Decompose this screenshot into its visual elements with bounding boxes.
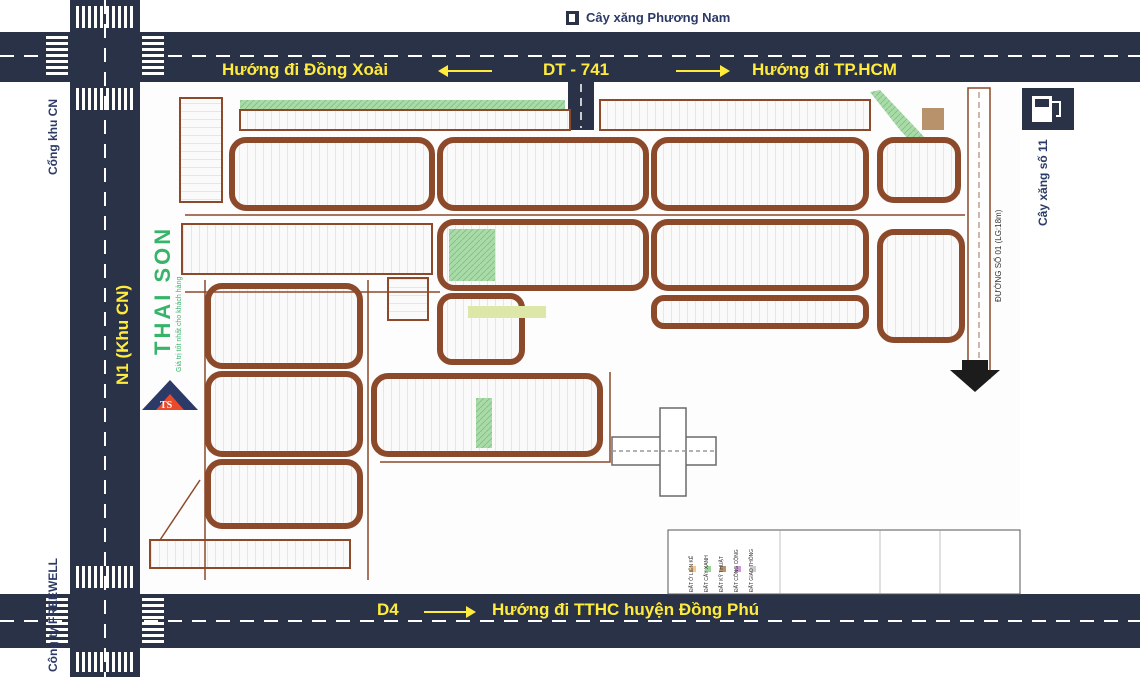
logo-initials: TS <box>160 400 173 411</box>
block-b3 <box>877 229 965 343</box>
arrow-left-icon <box>438 65 492 77</box>
gas-station-top-label: Cây xăng Phương Nam <box>586 10 731 25</box>
tech-land <box>922 108 944 130</box>
strip-middle <box>181 223 433 275</box>
block-a1 <box>229 137 435 211</box>
gas-station-right-label: Cây xăng số 11 <box>1036 139 1050 226</box>
block-a2 <box>437 137 649 211</box>
strip-top-left <box>239 109 571 131</box>
down-arrow-icon <box>950 370 1000 392</box>
inner-roads <box>159 214 965 580</box>
gas-station-icon-top <box>566 11 579 25</box>
block-b2 <box>651 219 869 291</box>
park-2 <box>476 398 492 448</box>
direction-tphcm: Hướng đi TP.HCM <box>752 60 897 79</box>
strip-c <box>387 277 429 321</box>
arrow-right-icon-bottom <box>424 606 476 618</box>
freewell-label: Công ty FREEWELL <box>46 558 60 672</box>
logo-mark: TS <box>142 380 198 411</box>
left-road <box>46 0 164 677</box>
strip-left-top <box>179 97 223 203</box>
lot-blocks <box>205 137 965 529</box>
road-d4-label: D4 <box>377 600 399 619</box>
block-c2 <box>651 295 869 329</box>
block-d2 <box>205 371 363 457</box>
cross-road <box>611 407 717 497</box>
internal-road-01 <box>950 87 1000 392</box>
logo-tagline: Giá trị tốt nhất cho khách hàng <box>176 276 183 372</box>
logo-brand: THAI SON <box>150 225 175 355</box>
park-1 <box>449 229 495 281</box>
bottom-road <box>0 594 1140 648</box>
legend-item: ĐẤT GIAO THÔNG <box>749 548 755 592</box>
strip-bottom <box>149 539 351 569</box>
block-d1 <box>205 283 363 369</box>
strip-top-right <box>599 99 871 131</box>
label-strip <box>468 306 546 318</box>
legend-item: ĐẤT KỸ THUẬT <box>719 556 725 592</box>
legend-table <box>667 529 1021 595</box>
block-d3 <box>205 459 363 529</box>
road-n1-label: N1 (Khu CN) <box>113 284 132 385</box>
industrial-gate-label: Cổng khu CN <box>46 99 60 175</box>
legend-item: ĐẤT CÔNG CỘNG <box>734 549 740 592</box>
road-01-label: ĐƯỜNG SỐ 01 (LG:18m) <box>994 209 1003 302</box>
gas-station-icon <box>1022 88 1074 130</box>
legend-item: ĐẤT Ở LIÊN KẾ <box>689 555 695 592</box>
block-a3 <box>651 137 869 211</box>
direction-dong-phu: Hướng đi TTHC huyện Đồng Phú <box>492 600 760 619</box>
road-dt741-label: DT - 741 <box>543 60 610 79</box>
arrow-right-icon <box>676 65 730 77</box>
top-road <box>0 32 1140 130</box>
legend-item: ĐẤT CÂY XANH <box>704 555 710 592</box>
block-a4 <box>877 137 961 203</box>
direction-dong-xoai: Hướng đi Đồng Xoài <box>222 60 389 79</box>
block-c1 <box>437 293 525 365</box>
